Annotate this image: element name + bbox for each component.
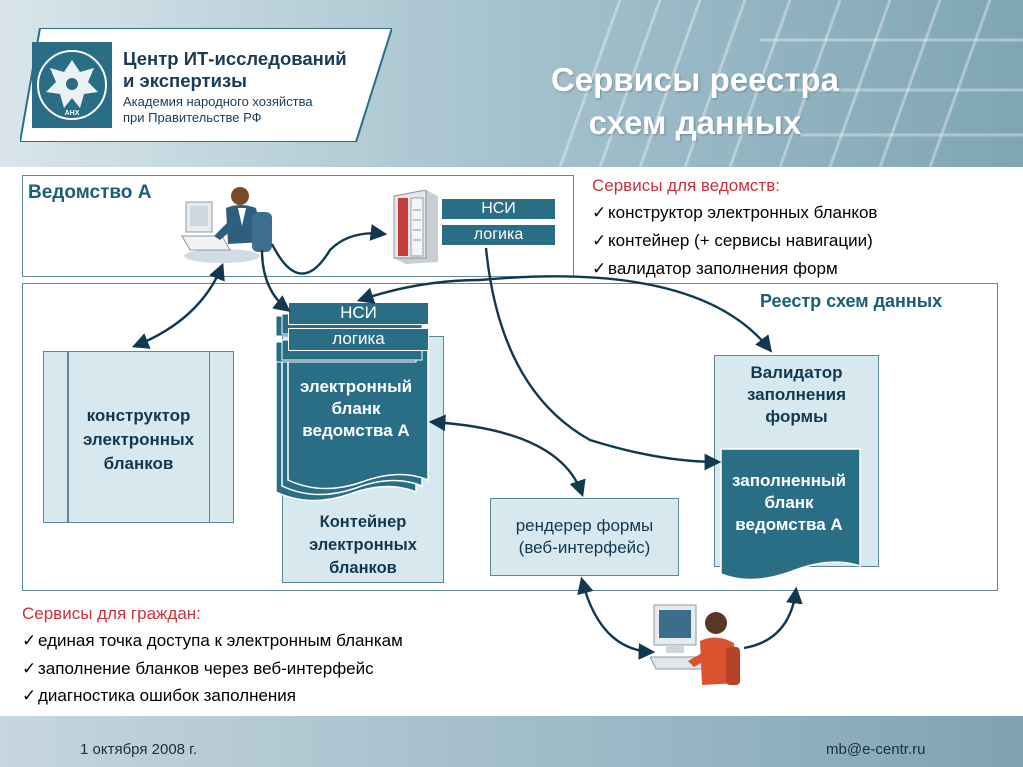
page-title-line2: схем данных	[588, 104, 802, 141]
citizen-user-icon	[649, 603, 742, 691]
agency-service-item: ✓контейнер (+ сервисы навигации)	[592, 231, 873, 250]
agency-frame	[22, 175, 574, 277]
footer-email[interactable]: mb@e-centr.ru	[826, 741, 926, 758]
org-name-line2: и экспертизы	[123, 70, 247, 91]
checkmark-icon: ✓	[22, 659, 37, 678]
checkmark-icon: ✓	[592, 259, 607, 278]
agency-nsi-label: НСИ	[441, 198, 556, 220]
stack-document-text: электронный бланк ведомства А	[299, 377, 413, 440]
footer-bar: 1 октября 2008 г. mb@e-centr.ru	[0, 716, 1023, 767]
office-worker-icon	[180, 182, 280, 264]
agency-service-item: ✓конструктор электронных бланков	[592, 203, 878, 222]
citizen-service-item: ✓единая точка доступа к электронным блан…	[22, 631, 403, 650]
renderer-text: рендерер формы (веб-интерфейс)	[515, 516, 654, 557]
agency-services-heading: Сервисы для ведомств:	[592, 176, 780, 195]
server-rack-icon	[386, 189, 438, 264]
citizen-services-heading: Сервисы для граждан:	[22, 604, 201, 623]
stack-logic-label: логика	[288, 328, 429, 351]
footer-date: 1 октября 2008 г.	[80, 741, 197, 758]
org-name-line4: при Правительстве РФ	[123, 110, 262, 125]
filled-document-icon	[720, 448, 861, 581]
org-name-line3: Академия народного хозяйства	[123, 94, 313, 109]
agency-logic-label: логика	[441, 224, 556, 246]
registry-label: Реестр схем данных	[760, 291, 943, 311]
checkmark-icon: ✓	[592, 203, 607, 222]
arrow-filled-citizen	[743, 586, 803, 650]
constructor-box: конструктор электронных бланков	[43, 351, 234, 523]
constructor-text: конструктор электронных бланков	[82, 406, 195, 473]
citizen-service-item: ✓диагностика ошибок заполнения	[22, 686, 297, 705]
org-logo-card: АНХ Центр ИТ-исследований и экспертизы А…	[20, 28, 392, 142]
container-text: Контейнер электронных бланков	[309, 513, 417, 577]
checkmark-icon: ✓	[592, 231, 607, 250]
header-decoration	[558, 0, 1023, 167]
page-title-line1: Сервисы реестра	[550, 61, 840, 98]
agency-label: Ведомство А	[28, 182, 152, 203]
stack-nsi-label: НСИ	[288, 302, 429, 325]
double-eagle-seal-icon: АНХ	[32, 42, 112, 128]
validator-text: Валидатор заполнения формы	[746, 363, 847, 426]
org-name-line1: Центр ИТ-исследований	[123, 48, 347, 69]
checkmark-icon: ✓	[22, 686, 37, 705]
page-title: Сервисы реестра схем данных	[450, 58, 940, 144]
citizen-service-item: ✓заполнение бланков через веб-интерфейс	[22, 659, 374, 678]
renderer-box: рендерер формы (веб-интерфейс)	[490, 498, 679, 576]
seal-text: АНХ	[64, 110, 80, 117]
checkmark-icon: ✓	[22, 631, 37, 650]
agency-service-item: ✓валидатор заполнения форм	[592, 259, 838, 278]
filled-document-text: заполненный бланк ведомства А	[732, 471, 846, 534]
header-banner: АНХ Центр ИТ-исследований и экспертизы А…	[0, 0, 1023, 167]
